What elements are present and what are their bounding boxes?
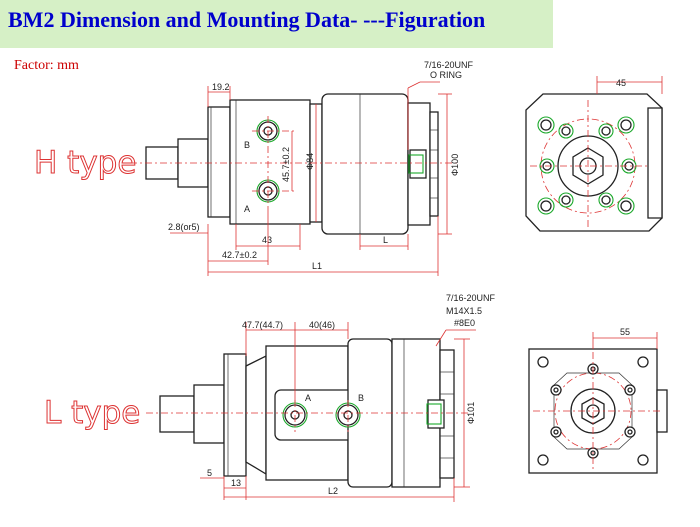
l-dim-13: 13 (231, 478, 241, 488)
l-shaft (159, 395, 195, 433)
h-dim-45-7: 45.7±0.2 (281, 147, 291, 182)
l-port-b-label: B (358, 393, 364, 403)
l-taper (245, 354, 267, 476)
factor-note: Factor: mm (14, 58, 79, 73)
h-type-label: H type (34, 145, 136, 181)
h-dim-l: L (383, 235, 388, 245)
l-anchor-note: #8E0 (454, 318, 475, 328)
l-thread-spec: 7/16-20UNF (446, 293, 496, 303)
l-case-drain (427, 399, 445, 429)
l-shaft-collar (193, 384, 225, 444)
h-dim-l1: L1 (312, 261, 322, 271)
h-case-drain (409, 149, 427, 179)
h-dim-phi84: Φ84 (305, 153, 315, 170)
h-dim-43: 43 (262, 235, 272, 245)
l-type-side-view: L type A B 47.7(44.7) (44, 293, 496, 502)
h-dim-42-7: 42.7±0.2 (222, 250, 257, 260)
l-type-end-view: 55 (528, 327, 668, 474)
title-banner: BM2 Dimension and Mounting Data- ---Figu… (0, 0, 553, 48)
l-port-a-label: A (305, 393, 311, 403)
l-type-label: L type (44, 395, 140, 431)
h-gerotor-body (321, 93, 409, 235)
l-dim-55: 55 (620, 327, 630, 337)
l-dim-5: 5 (207, 468, 212, 478)
h-dim-19-2: 19.2 (212, 82, 230, 92)
h-bolt-heads (429, 111, 439, 217)
h-type-side-view: H type B A 19.2 (34, 60, 474, 276)
h-valve-housing (229, 99, 311, 225)
h-port-a-label: A (244, 204, 250, 214)
h-type-end-view: 45 (525, 76, 663, 232)
h-dim-45: 45 (616, 78, 626, 88)
page-title: BM2 Dimension and Mounting Data- ---Figu… (8, 7, 486, 32)
l-dim-phi101: Φ101 (466, 402, 476, 424)
l-dim-47-7: 47.7(44.7) (242, 320, 283, 330)
l-mounting-flange (223, 353, 247, 477)
h-dim-2-8: 2.8(or5) (168, 222, 200, 232)
l-dim-40: 40(46) (309, 320, 335, 330)
h-oring-note: O RING (430, 70, 462, 80)
l-m14-spec: M14X1.5 (446, 306, 482, 316)
h-thread-spec: 7/16-20UNF (424, 60, 474, 70)
h-dim-phi100: Φ100 (450, 154, 460, 176)
l-dim-l2: L2 (328, 486, 338, 496)
h-port-b-label: B (244, 140, 250, 150)
